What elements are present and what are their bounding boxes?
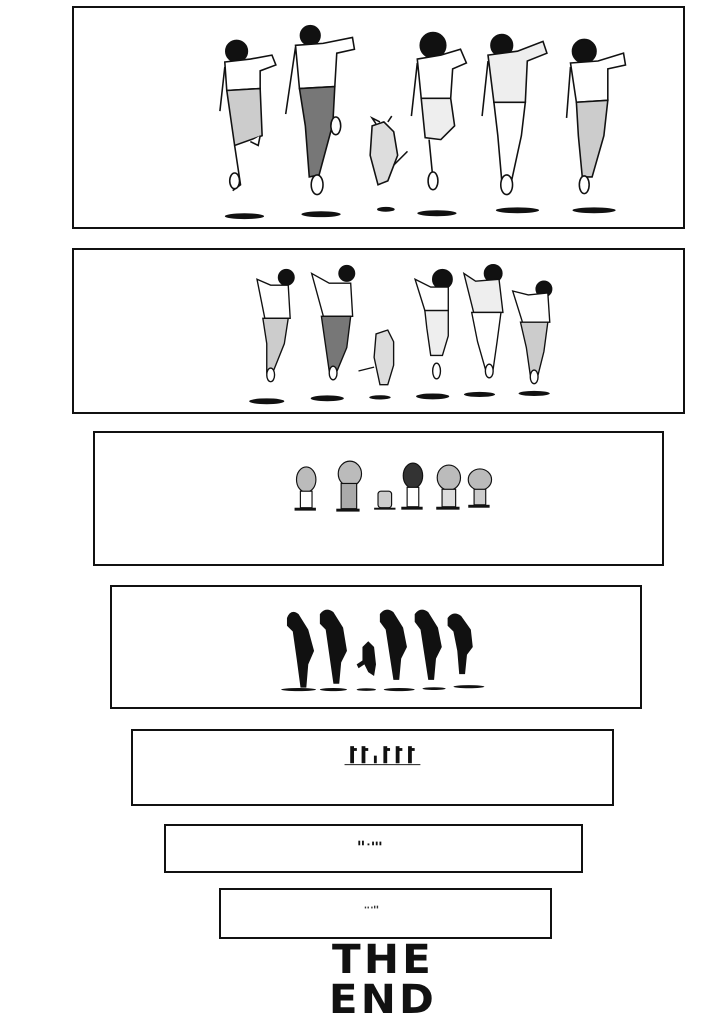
panel-3-group-far (93, 431, 664, 566)
person-figure (256, 268, 295, 383)
the-end-title: THE END (328, 937, 438, 1023)
faint-specks-illustration (364, 905, 379, 909)
panel-5-tiny-silhouettes (131, 729, 614, 806)
panel-2-group-jumping-mid (72, 248, 685, 414)
panel-7-faint-specks (219, 888, 552, 939)
person-figure (310, 264, 356, 381)
silhouette-figure (447, 613, 473, 675)
silhouette-figure (319, 609, 347, 684)
person-figure (565, 38, 627, 195)
person-figure (511, 280, 553, 385)
panel-6-specks (164, 824, 583, 873)
silhouette-figure (286, 611, 315, 688)
cat-figure (369, 115, 409, 186)
standing-figures-illustration (294, 460, 493, 512)
person-figure (462, 263, 504, 379)
jumping-figures-illustration (249, 263, 553, 405)
person-figure (413, 268, 453, 380)
ground-shadows (249, 390, 550, 405)
panel-1-group-jumping-close (72, 6, 685, 229)
ground-shadows (281, 685, 485, 692)
person-figure (467, 468, 493, 508)
silhouette-figures-illustration (281, 609, 485, 692)
cat-figure (358, 329, 395, 386)
cat-figure (374, 490, 396, 510)
person-figure (436, 464, 462, 510)
person-figure (219, 39, 277, 192)
cat-silhouette (356, 641, 376, 677)
person-figure (401, 462, 424, 510)
silhouette-figure (414, 609, 442, 680)
jumping-figures-illustration (219, 24, 627, 220)
specks-illustration (358, 840, 382, 846)
person-figure (284, 24, 356, 196)
tiny-figures-illustration (344, 746, 421, 766)
person-figure (294, 466, 317, 511)
panel-4-silhouettes (110, 585, 642, 709)
person-figure (336, 460, 363, 512)
person-figure (481, 33, 548, 196)
silhouette-figure (379, 609, 407, 680)
person-figure (410, 31, 468, 191)
ground-shadows (224, 206, 616, 220)
